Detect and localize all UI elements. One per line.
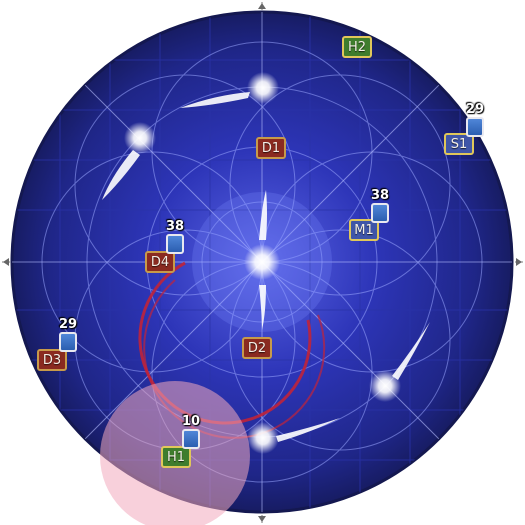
marker-d3[interactable]: D3 [37, 349, 67, 371]
stack-count: 29 [58, 317, 78, 332]
orb-south [247, 418, 340, 454]
south-arrow-icon [258, 516, 266, 522]
stack-badge-h1: 10 [179, 415, 203, 451]
marker-label: S1 [450, 136, 468, 152]
stack-badge-d3: 29 [56, 318, 80, 354]
water-stack-icon [166, 234, 184, 254]
marker-label: D1 [261, 140, 281, 156]
orb-southeast [369, 322, 430, 402]
marker-s1[interactable]: S1 [444, 133, 474, 155]
marker-label: D2 [247, 340, 267, 356]
water-stack-icon [466, 117, 484, 137]
north-arrow-icon [258, 3, 266, 9]
orb-north [180, 72, 279, 108]
marker-label: D3 [42, 352, 62, 368]
marker-m1[interactable]: M1 [349, 219, 379, 241]
stack-count: 38 [165, 219, 185, 234]
stack-badge-d4: 38 [163, 220, 187, 256]
west-arrow-icon [3, 258, 9, 266]
marker-label: D4 [150, 254, 170, 270]
orb-center [244, 190, 280, 330]
stack-badge-s1: 29 [463, 103, 487, 139]
water-stack-icon [182, 429, 200, 449]
marker-label: H1 [166, 449, 186, 465]
stack-count: 29 [465, 102, 485, 117]
marker-h2[interactable]: H2 [342, 36, 372, 58]
marker-label: M1 [354, 222, 374, 238]
marker-d1[interactable]: D1 [256, 137, 286, 159]
orb-northwest [102, 122, 156, 200]
stack-badge-m1: 38 [368, 189, 392, 225]
stack-count: 38 [370, 188, 390, 203]
water-stack-icon [371, 203, 389, 223]
water-stack-icon [59, 332, 77, 352]
east-arrow-icon [516, 258, 522, 266]
marker-d4[interactable]: D4 [145, 251, 175, 273]
marker-h1[interactable]: H1 [161, 446, 191, 468]
stack-count: 10 [181, 414, 201, 429]
marker-d2[interactable]: D2 [242, 337, 272, 359]
marker-label: H2 [347, 39, 367, 55]
